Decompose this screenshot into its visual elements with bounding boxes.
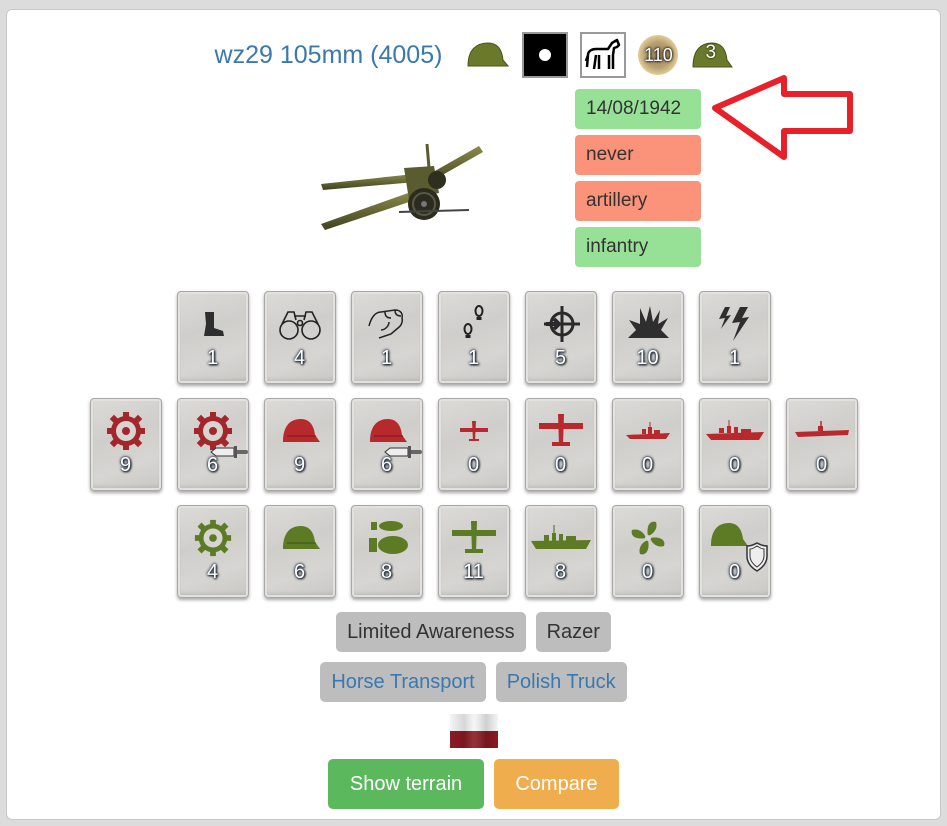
hard-attack-helmet-close-icon (352, 409, 422, 453)
lightning-icon (700, 302, 770, 346)
fist-icon (352, 302, 422, 346)
movement-stats-row: 1 4 1 1 5 (7, 291, 940, 384)
binoculars-icon (265, 302, 335, 346)
soft-attack-gear-icon (91, 409, 161, 453)
boot-icon (178, 302, 248, 346)
availability-date-badge: 14/08/1942 (575, 89, 701, 129)
target-type-badge: infantry (575, 227, 701, 267)
trait-razer: Razer (535, 612, 611, 652)
night-dot-icon (522, 32, 569, 78)
stat-tile-soft-defense[interactable]: 4 (176, 505, 249, 598)
cost-coin-icon: 110 (638, 35, 679, 75)
transport-polish-truck-link[interactable]: Polish Truck (495, 662, 627, 702)
defense-ship-icon (526, 516, 596, 560)
dagger-icon (209, 446, 248, 458)
stat-tile-soft-attack-close[interactable]: 6 (176, 398, 249, 491)
stat-tile-air-attack-small[interactable]: 0 (437, 398, 510, 491)
air-attack-small-plane-icon (439, 409, 509, 453)
naval-attack-ship-icon (613, 409, 683, 453)
stat-tile-hard-defense[interactable]: 6 (263, 505, 336, 598)
action-buttons: Show terrain Compare (7, 759, 940, 809)
transports-row: Horse Transport Polish Truck (7, 662, 940, 702)
naval-attack-submarine-icon (787, 409, 857, 453)
attack-stats-row: 9 6 9 6 0 (7, 398, 940, 491)
defense-stats-row: 4 6 8 11 8 (7, 505, 940, 598)
stat-tile-bomb-defense[interactable]: 8 (350, 505, 423, 598)
annotation-arrow-icon (710, 75, 855, 170)
expiry-badge: never (575, 135, 701, 175)
unit-title: wz29 105mm (4005) (214, 40, 443, 69)
field-gun-image (319, 138, 484, 238)
compare-button[interactable]: Compare (494, 759, 619, 809)
stat-tile-air-defense[interactable]: 11 (437, 505, 510, 598)
transport-horse-link[interactable]: Horse Transport (320, 662, 486, 702)
defense-plane-icon (439, 516, 509, 560)
class-badge: artillery (575, 181, 701, 221)
infantry-helmet-icon (464, 40, 510, 70)
defense-propeller-icon (613, 516, 683, 560)
defense-helmet-icon (265, 516, 335, 560)
footsteps-icon (439, 302, 509, 346)
stat-tile-naval-attack[interactable]: 0 (611, 398, 684, 491)
defense-bombs-icon (352, 516, 422, 560)
defense-gear-icon (178, 516, 248, 560)
availability-badges: 14/08/1942 never artillery infantry (575, 89, 701, 273)
traits-row: Limited Awareness Razer (7, 612, 940, 652)
stat-tile-hard-attack[interactable]: 9 (263, 398, 336, 491)
unit-detail-panel: wz29 105mm (4005) 110 3 (6, 9, 941, 820)
dagger-icon (383, 446, 422, 458)
explosion-icon (613, 302, 683, 346)
stat-tile-spotting[interactable]: 4 (263, 291, 336, 384)
shield-icon (745, 542, 768, 572)
stat-tile-explosion[interactable]: 10 (611, 291, 684, 384)
stat-tile-propeller[interactable]: 0 (611, 505, 684, 598)
trait-limited-awareness: Limited Awareness (336, 612, 526, 652)
show-terrain-button[interactable]: Show terrain (328, 759, 484, 809)
stat-tile-naval-attack-heavy[interactable]: 0 (698, 398, 771, 491)
horse-icon (580, 32, 627, 78)
stat-tile-range[interactable]: 1 (437, 291, 510, 384)
air-attack-plane-icon (526, 409, 596, 453)
hard-attack-helmet-icon (265, 409, 335, 453)
stat-tile-initiative[interactable]: 1 (350, 291, 423, 384)
stat-tile-movement[interactable]: 1 (176, 291, 249, 384)
defense-helmet-shield-icon (700, 516, 770, 560)
stat-tile-shock[interactable]: 1 (698, 291, 771, 384)
naval-attack-battleship-icon (700, 409, 770, 453)
stat-tile-accuracy[interactable]: 5 (524, 291, 597, 384)
stat-tile-hard-attack-close[interactable]: 6 (350, 398, 423, 491)
stat-tile-close-defense[interactable]: 0 (698, 505, 771, 598)
stat-tile-submarine-attack[interactable]: 0 (785, 398, 858, 491)
unit-header: wz29 105mm (4005) 110 3 (7, 32, 940, 78)
stat-tile-soft-attack[interactable]: 9 (89, 398, 162, 491)
stat-tile-air-attack[interactable]: 0 (524, 398, 597, 491)
stat-tile-naval-defense[interactable]: 8 (524, 505, 597, 598)
soft-attack-gear-close-icon (178, 409, 248, 453)
helmet-count-icon: 3 (690, 39, 734, 71)
crosshair-icon (526, 302, 596, 346)
poland-flag (450, 714, 498, 748)
